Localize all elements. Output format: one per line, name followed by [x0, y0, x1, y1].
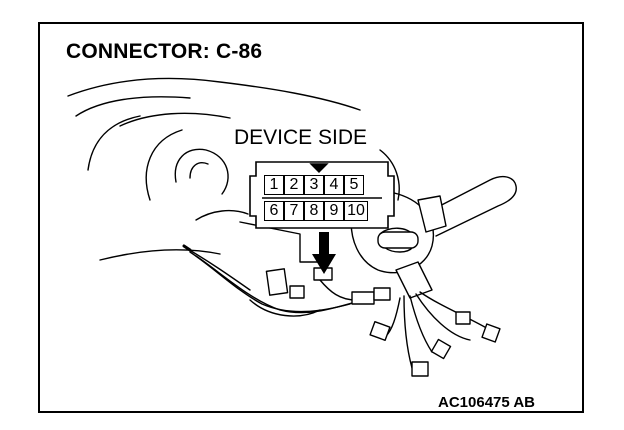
lever-stalk: [427, 175, 517, 237]
wire-end: [182, 244, 192, 252]
harness-connector: [351, 291, 375, 305]
dashboard-outline: [67, 77, 361, 111]
switch-knob: [377, 231, 419, 249]
connector-pin: 4: [324, 175, 344, 195]
connector-pin: 9: [324, 201, 344, 221]
lever-collar: [417, 195, 447, 233]
column-shroud-upper: [119, 112, 231, 127]
dashboard-outline-inner: [75, 96, 191, 117]
harness-left-curve: [99, 249, 221, 261]
meter-ring-inner: [189, 162, 209, 179]
pointer-arrow: [312, 232, 336, 274]
harness-wire: [409, 295, 433, 353]
connector-pin: 8: [304, 201, 324, 221]
column-shroud-left: [87, 115, 141, 171]
harness-connector: [430, 338, 452, 360]
connector-latch: [309, 163, 329, 173]
harness-connector: [289, 285, 305, 299]
harness-wire: [419, 291, 491, 331]
column-cover-curve: [145, 129, 183, 201]
harness-connector: [481, 323, 501, 343]
harness-connector: [369, 320, 391, 342]
page-title: CONNECTOR: C-86: [64, 40, 267, 64]
column-right-curve: [379, 149, 400, 201]
harness-connector: [455, 311, 471, 325]
connector-pin: 7: [284, 201, 304, 221]
harness-wire: [415, 293, 471, 341]
harness-connector: [265, 268, 289, 296]
harness-wire: [185, 247, 251, 291]
connector-pin: 2: [284, 175, 304, 195]
harness-wire: [403, 295, 413, 369]
meter-ring-outer: [174, 148, 229, 195]
switch-connector: [395, 261, 433, 299]
figure-id: AC106475 AB: [438, 394, 535, 411]
harness-wire: [195, 255, 371, 314]
device-side-label: DEVICE SIDE: [232, 126, 370, 150]
harness-connector: [411, 361, 429, 377]
connector-pin: 5: [344, 175, 364, 195]
connector-pin: 6: [264, 201, 284, 221]
harness-wire: [319, 279, 357, 301]
connector-pin: 3: [304, 175, 324, 195]
connector-pin: 1: [264, 175, 284, 195]
connector-pin: 10: [344, 201, 368, 221]
column-lower-curve: [195, 209, 249, 221]
harness-connector: [373, 287, 391, 301]
harness-wire: [249, 299, 321, 317]
